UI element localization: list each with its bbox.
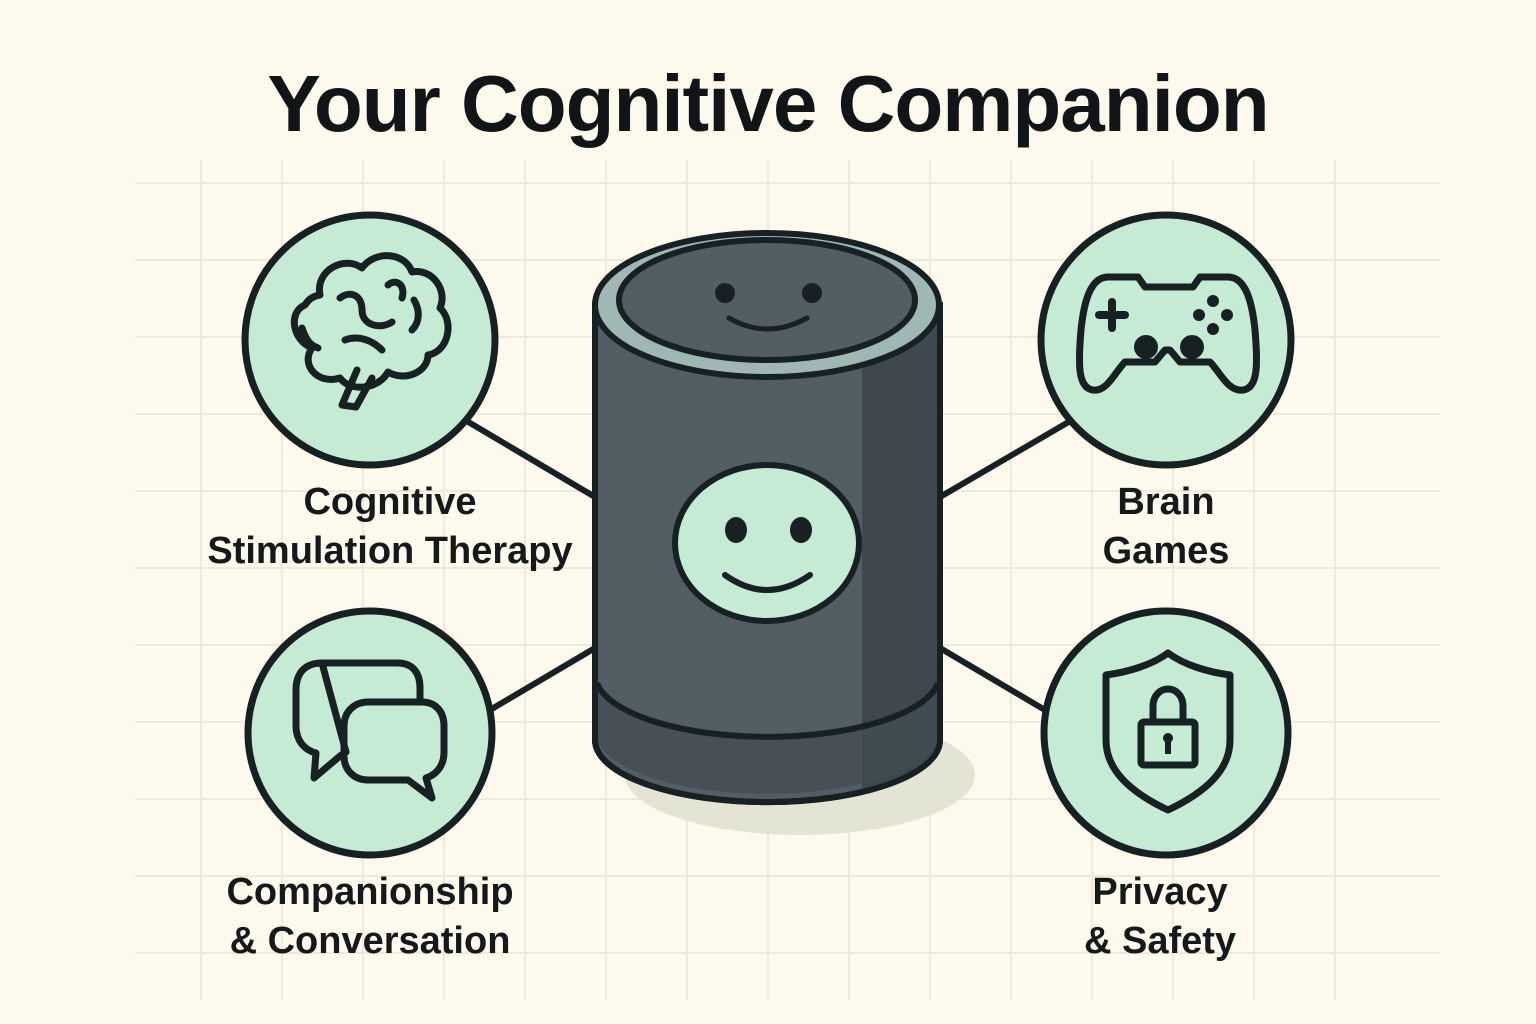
label-line: Games (1102, 530, 1230, 572)
label-privacy-safety: Privacy & Safety (1060, 868, 1260, 966)
feature-circle-privacy (1040, 607, 1292, 859)
top-smiley-icon (715, 283, 822, 332)
smiley-face-icon (672, 462, 862, 624)
page-title: Your Cognitive Companion (267, 59, 1269, 148)
feature-circle-brain-games (1037, 211, 1295, 469)
label-cognitive-stimulation-therapy: Cognitive Stimulation Therapy (190, 478, 590, 576)
label-line: Cognitive (303, 481, 477, 523)
label-line: Companionship (226, 871, 514, 913)
feature-circle-cognitive-stimulation (241, 211, 499, 469)
connector-lines (462, 417, 1075, 713)
chat-bubbles-icon (292, 659, 448, 802)
label-line: Brain (1117, 481, 1215, 523)
smart-speaker (592, 230, 943, 806)
label-line: Privacy (1092, 871, 1228, 913)
label-companionship-conversation: Companionship & Conversation (190, 868, 550, 966)
label-line: & Conversation (229, 920, 511, 962)
gamepad-icon (1075, 273, 1261, 394)
label-line: Stimulation Therapy (207, 530, 573, 572)
label-brain-games: Brain Games (1066, 478, 1266, 576)
shield-lock-icon (1102, 649, 1234, 814)
brain-icon (290, 252, 452, 411)
feature-circle-companionship (244, 607, 496, 859)
label-line: & Safety (1083, 920, 1237, 962)
